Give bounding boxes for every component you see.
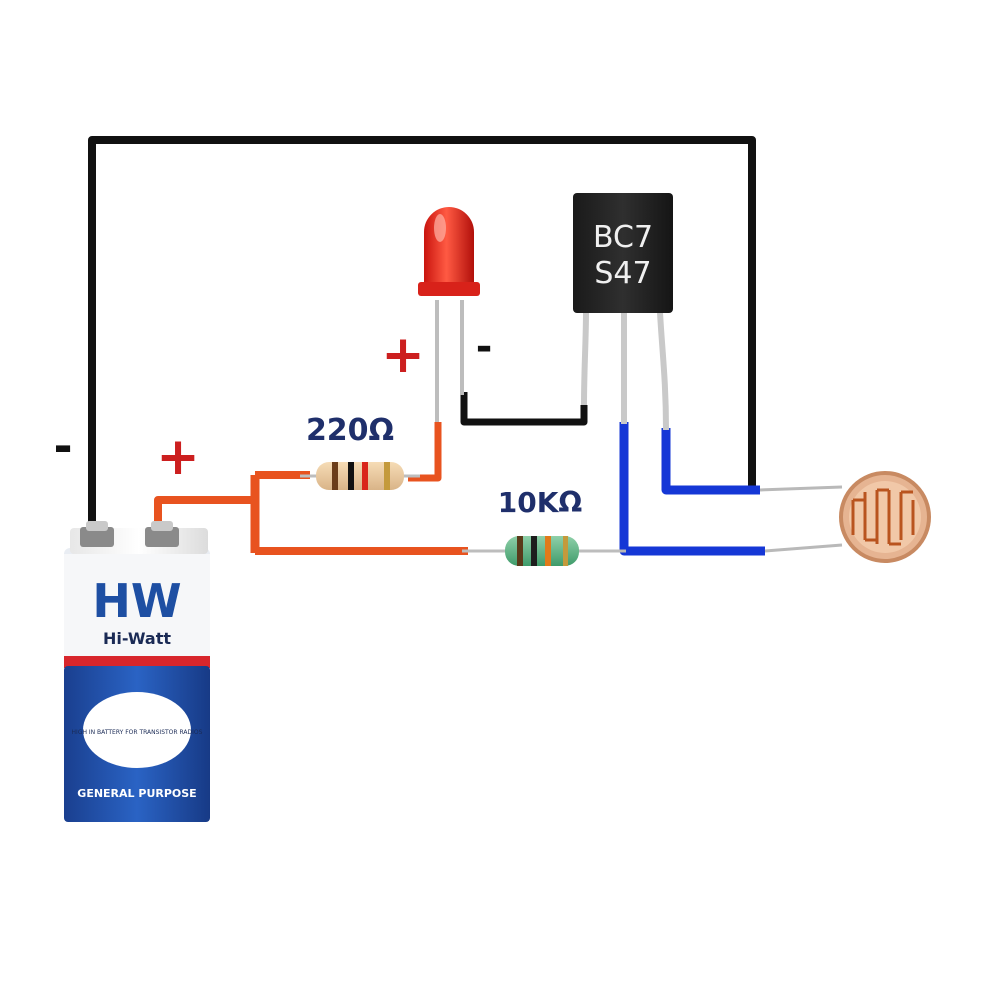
battery-positive-label: + — [156, 427, 200, 487]
wire-led-to-collector — [460, 392, 588, 426]
ldr-lead-top — [759, 485, 843, 492]
resistor-220-value: 220Ω — [306, 413, 394, 448]
wire-negative-loop — [88, 136, 756, 522]
led-positive-label: + — [381, 325, 425, 385]
battery-logo: HW — [92, 574, 181, 628]
9v-battery-icon: HW Hi-Watt HIGH IN BATTERY FOR TRANSISTO… — [64, 521, 210, 822]
wire-positive-from-battery — [154, 496, 255, 528]
transistor-marking-line2: S47 — [594, 256, 651, 291]
resistor-220-icon — [300, 462, 420, 490]
npn-transistor-icon: BC7 S47 — [573, 193, 673, 431]
photoresistor-icon — [839, 471, 931, 563]
wire-emitter-to-ldr — [661, 428, 760, 495]
red-led-icon — [418, 207, 480, 422]
battery-brand-name: Hi-Watt — [103, 629, 171, 648]
ldr-lead-bottom — [764, 543, 843, 553]
battery-badge-text: HIGH IN BATTERY FOR TRANSISTOR RADIOS — [72, 729, 203, 736]
battery-negative-label: - — [53, 419, 72, 473]
resistor-10k-value: 10KΩ — [498, 486, 583, 519]
led-negative-label: - — [476, 324, 493, 370]
wire-220-to-led — [408, 422, 442, 482]
battery-footer-label: GENERAL PURPOSE — [77, 787, 196, 800]
resistor-10k-icon — [462, 536, 620, 566]
transistor-marking-line1: BC7 — [593, 220, 653, 255]
